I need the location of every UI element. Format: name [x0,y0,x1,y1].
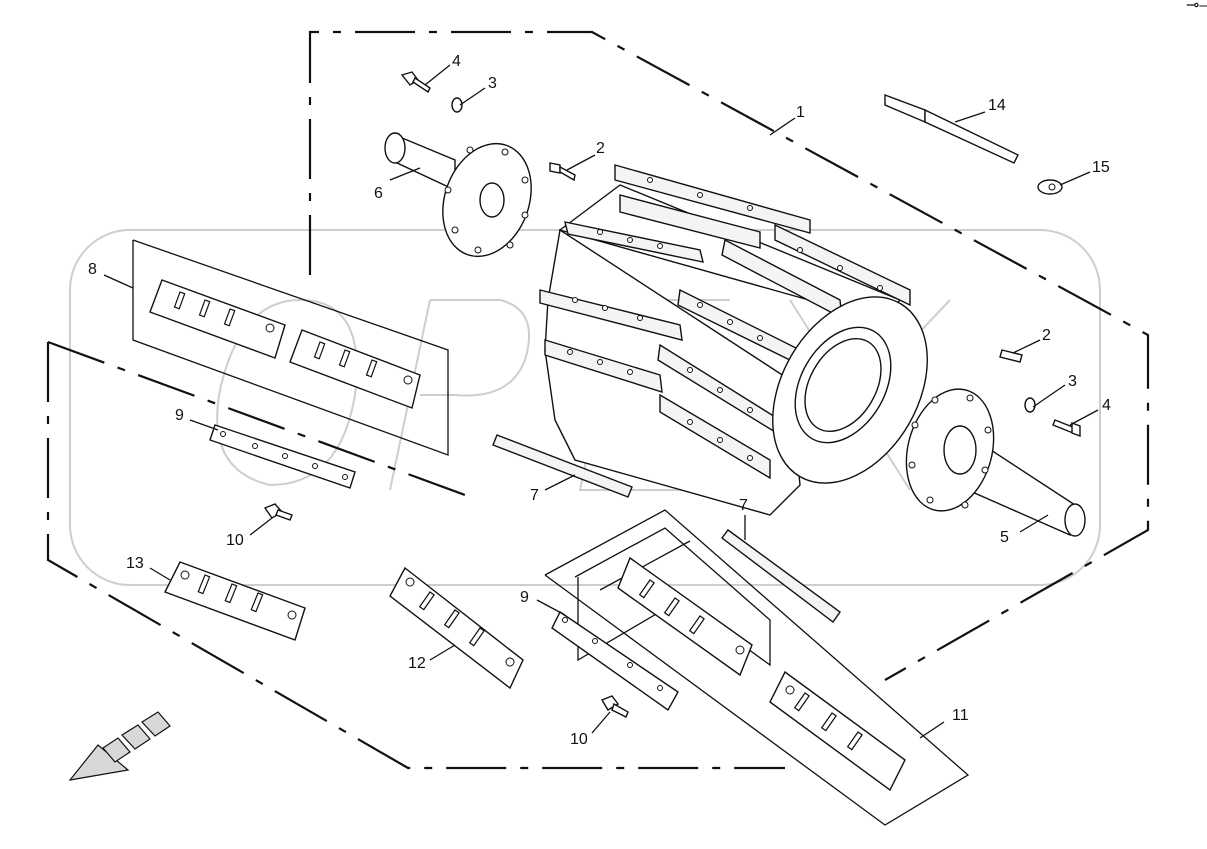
knife-blade-11-inner [617,556,753,677]
shaft-flange-left [384,132,532,258]
strip-9b [551,610,679,712]
callout-9b: 9 [520,589,529,606]
bolt-4-top [400,71,431,94]
callout-2-top: 2 [596,140,605,157]
bolt-2-top [549,162,576,182]
callout-12: 12 [408,655,426,672]
knife-blade-8a [149,279,286,359]
group-boundary-8 [132,239,449,456]
bolt-10a [263,503,293,521]
callout-15: 15 [1092,159,1110,176]
callout-4-right: 4 [1102,397,1111,414]
tool-handle-14 [884,93,1019,164]
callout-labels: 1 2 2 3 3 4 4 5 6 7 7 8 9 9 10 10 11 12 … [88,53,1111,748]
drum-holes [567,177,883,461]
callout-10a: 10 [226,532,244,549]
rotor-drum [539,164,928,516]
callout-5: 5 [1000,529,1009,546]
assembly-boundary-1 [46,30,1150,770]
knife-blade-12 [389,566,524,690]
bolt-10b [600,695,629,718]
callout-4-top: 4 [452,53,461,70]
callout-3-right: 3 [1068,373,1077,390]
bar-7b [721,529,841,623]
callout-2-right: 2 [1042,327,1051,344]
bolt-2-right [999,349,1023,363]
callout-14: 14 [988,97,1006,114]
knife-blade-13 [164,561,306,641]
callout-7a: 7 [530,487,539,504]
leader-lines [103,64,1099,739]
bolt-4-right [1052,419,1081,438]
callout-10b: 10 [570,731,588,748]
knife-blade-8b [289,329,421,409]
callout-6: 6 [374,185,383,202]
knife-blade-11 [769,670,906,792]
strip-9a-holes [220,431,663,691]
callout-8: 8 [88,261,97,278]
callout-7b: 7 [739,497,748,514]
callout-9a: 9 [175,407,184,424]
direction-arrow-icon [68,711,171,781]
washer-3-top [451,97,463,113]
callout-1: 1 [796,104,805,121]
corner-mark: ⊸— [1186,0,1207,14]
callout-13: 13 [126,555,144,572]
clip-15 [1037,179,1063,195]
washer-3-right [1024,397,1036,413]
callout-11: 11 [952,707,969,724]
shaft-flange-right [905,388,1086,537]
callout-3-top: 3 [488,75,497,92]
bar-7a [492,434,633,498]
group-boundary-11 [544,509,970,826]
